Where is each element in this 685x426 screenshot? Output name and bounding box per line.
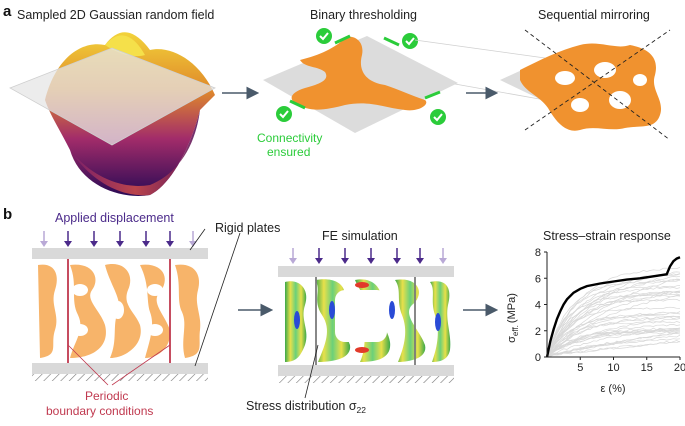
background-curve — [546, 340, 681, 357]
panel-b-letter: b — [3, 206, 12, 223]
gaussian-surface — [9, 32, 216, 196]
guide-line — [414, 39, 546, 59]
periodic-label-1: Periodic — [85, 389, 128, 403]
background-curve — [546, 312, 681, 356]
y-tick-label: 4 — [535, 300, 541, 312]
fe-simulation-label: FE simulation — [322, 229, 398, 243]
background-curve — [546, 287, 681, 356]
rigid-plates-label: Rigid plates — [215, 221, 280, 235]
leader-line — [304, 344, 319, 399]
background-curve — [547, 338, 681, 357]
background-curve — [546, 279, 681, 356]
threshold-title: Binary thresholding — [310, 8, 417, 22]
y-axis-label: σeff.(MPa) — [506, 293, 520, 343]
background-curve — [546, 330, 680, 358]
periodic-label-2: boundary conditions — [46, 404, 153, 418]
check-icon — [276, 106, 292, 122]
check-icon — [316, 28, 332, 44]
ground-hatch — [32, 374, 208, 381]
background-curve — [546, 324, 681, 357]
fe-arrows — [289, 248, 447, 264]
y-tick-label: 2 — [535, 326, 541, 338]
fe-structure — [278, 266, 454, 383]
y-tick-label: 8 — [535, 247, 541, 259]
top-rigid-plate — [32, 248, 208, 259]
unit-cell-structure — [32, 248, 208, 381]
x-axis-label: ε (%) — [600, 383, 625, 395]
stress-distribution-label: Stress distribution σ22 — [246, 399, 366, 415]
background-curve — [546, 290, 681, 356]
chart-title: Stress–strain response — [543, 229, 671, 243]
highlight-curve — [545, 256, 681, 358]
x-tick-label: 15 — [641, 362, 653, 374]
background-curve — [546, 290, 681, 357]
stress-strain-chart: 5 10 15 20 0 2 4 6 8 — [535, 247, 685, 374]
mirroring-pattern — [500, 29, 671, 141]
check-icon — [430, 109, 446, 125]
background-curve — [546, 293, 681, 357]
background-curve — [546, 295, 681, 357]
applied-displacement-label: Applied displacement — [55, 211, 174, 225]
threshold-plane — [263, 34, 458, 133]
background-curve — [546, 327, 681, 357]
panel-a-letter: a — [3, 3, 12, 20]
background-curve — [546, 306, 681, 356]
y-tick-label: 0 — [535, 352, 541, 364]
background-curve — [546, 315, 681, 357]
displacement-arrows — [40, 231, 197, 247]
background-curve — [546, 329, 681, 358]
background-curve — [546, 291, 681, 357]
x-tick-label: 10 — [607, 362, 619, 374]
leader-line — [67, 344, 109, 386]
background-curve — [546, 294, 681, 357]
leader-line — [194, 232, 241, 367]
leader-line — [111, 344, 171, 386]
background-curve — [546, 331, 681, 357]
mirroring-title: Sequential mirroring — [538, 8, 650, 22]
x-tick-label: 20 — [674, 362, 685, 374]
connectivity-label-2: ensured — [267, 145, 310, 159]
y-tick-label: 6 — [535, 273, 541, 285]
background-curve — [546, 267, 681, 356]
check-icon — [402, 33, 418, 49]
connectivity-label-1: Connectivity — [257, 131, 322, 145]
background-curve — [546, 321, 681, 357]
guide-line — [454, 83, 546, 101]
background-curve — [546, 316, 681, 357]
bottom-rigid-plate — [32, 363, 208, 374]
gaussian-title: Sampled 2D Gaussian random field — [17, 8, 214, 22]
x-tick-label: 5 — [577, 362, 583, 374]
leader-line — [189, 228, 206, 251]
